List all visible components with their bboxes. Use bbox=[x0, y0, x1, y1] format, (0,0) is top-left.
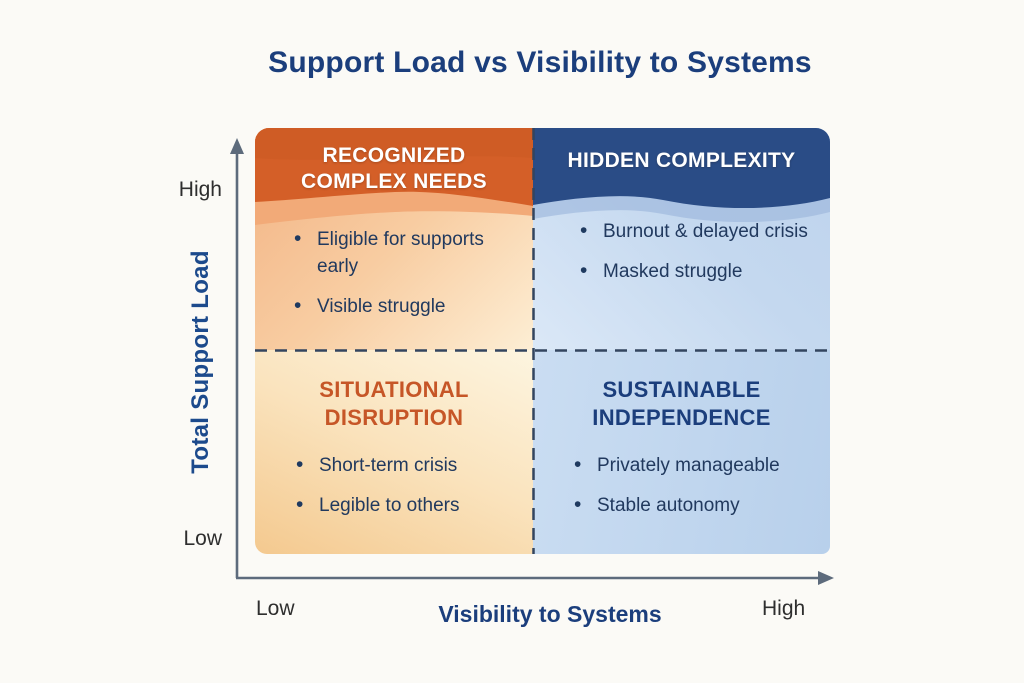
bullet-item: Short-term crisis bbox=[293, 451, 525, 479]
bullet-list: Eligible for supports early Visible stru… bbox=[291, 225, 525, 333]
y-axis-high-label: High bbox=[178, 178, 222, 201]
quadrant-title-line: SUSTAINABLE bbox=[602, 377, 761, 402]
quadrant-title-recognized-complex-needs: RECOGNIZED COMPLEX NEEDS bbox=[255, 143, 533, 195]
bullet-item: Privately manageable bbox=[571, 451, 822, 479]
bullet-list: Burnout & delayed crisis Masked struggle bbox=[577, 217, 822, 298]
quadrant-title-situational-disruption: SITUATIONAL DISRUPTION bbox=[255, 376, 533, 432]
quadrant-title-line: INDEPENDENCE bbox=[592, 405, 771, 430]
quadrant-title-line: DISRUPTION bbox=[324, 405, 464, 430]
bullet-item: Visible struggle bbox=[291, 292, 525, 320]
quadrant-title-hidden-complexity: HIDDEN COMPLEXITY bbox=[533, 148, 830, 174]
quadrant-matrix: RECOGNIZED COMPLEX NEEDS Eligible for su… bbox=[255, 128, 830, 554]
quadrant-situational-disruption: SITUATIONAL DISRUPTION Short-term crisis… bbox=[255, 350, 533, 554]
quadrant-sustainable-independence: SUSTAINABLE INDEPENDENCE Privately manag… bbox=[533, 350, 830, 554]
quadrant-hidden-complexity: HIDDEN COMPLEXITY Burnout & delayed cris… bbox=[533, 128, 830, 350]
bullet-item: Masked struggle bbox=[577, 257, 822, 285]
y-axis-title: Total Support Load bbox=[187, 250, 214, 474]
bullet-item: Burnout & delayed crisis bbox=[577, 217, 822, 245]
quadrant-title-line: RECOGNIZED bbox=[322, 144, 466, 167]
orange-header-wave-graphic bbox=[255, 128, 533, 225]
bullet-item: Stable autonomy bbox=[571, 491, 822, 519]
page-title: Support Load vs Visibility to Systems bbox=[268, 46, 812, 79]
x-axis-high-label: High bbox=[762, 597, 806, 620]
bullet-list: Short-term crisis Legible to others bbox=[293, 451, 525, 519]
x-axis-low-label: Low bbox=[256, 597, 295, 620]
x-axis-title: Visibility to Systems bbox=[438, 601, 662, 627]
y-axis-low-label: Low bbox=[183, 527, 222, 550]
quadrant-title-line: SITUATIONAL bbox=[319, 377, 469, 402]
bullet-item: Legible to others bbox=[293, 491, 525, 519]
blue-header-wave-graphic bbox=[533, 128, 830, 223]
quadrant-recognized-complex-needs: RECOGNIZED COMPLEX NEEDS Eligible for su… bbox=[255, 128, 533, 350]
quadrant-title-line: COMPLEX NEEDS bbox=[301, 170, 487, 193]
bullet-list: Privately manageable Stable autonomy bbox=[571, 451, 822, 519]
quadrant-title-sustainable-independence: SUSTAINABLE INDEPENDENCE bbox=[533, 376, 830, 432]
bullet-item: Eligible for supports early bbox=[291, 225, 525, 280]
quadrant-title-line: HIDDEN COMPLEXITY bbox=[567, 149, 796, 172]
